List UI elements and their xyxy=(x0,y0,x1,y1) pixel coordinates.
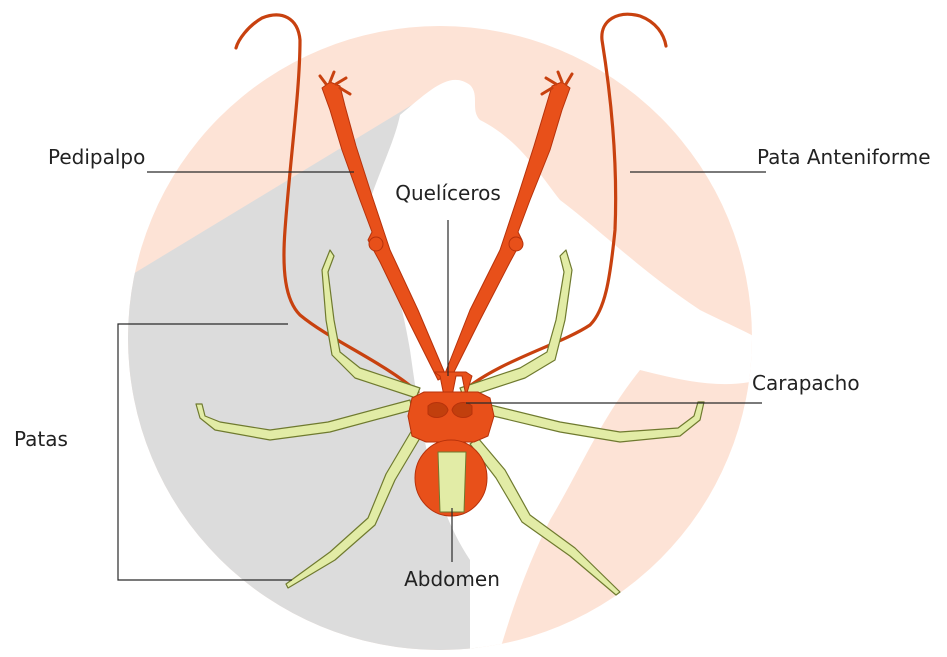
carapace-eye-mound-left xyxy=(428,403,448,418)
carapace-eye-mound-right xyxy=(452,403,472,418)
label-chelicerae: Quelíceros xyxy=(395,181,501,205)
pedipalp-joint-left xyxy=(369,237,383,251)
label-legs: Patas xyxy=(14,427,68,451)
carapace-shape xyxy=(408,392,494,442)
label-pedipalp: Pedipalpo xyxy=(48,145,145,169)
background-disc xyxy=(90,26,776,650)
label-abdomen: Abdomen xyxy=(404,567,500,591)
label-antenniform-leg: Pata Anteniforme xyxy=(757,145,931,169)
label-carapace: Carapacho xyxy=(752,371,860,395)
pedipalp-joint-right xyxy=(509,237,523,251)
abdomen-stripe xyxy=(438,452,466,512)
